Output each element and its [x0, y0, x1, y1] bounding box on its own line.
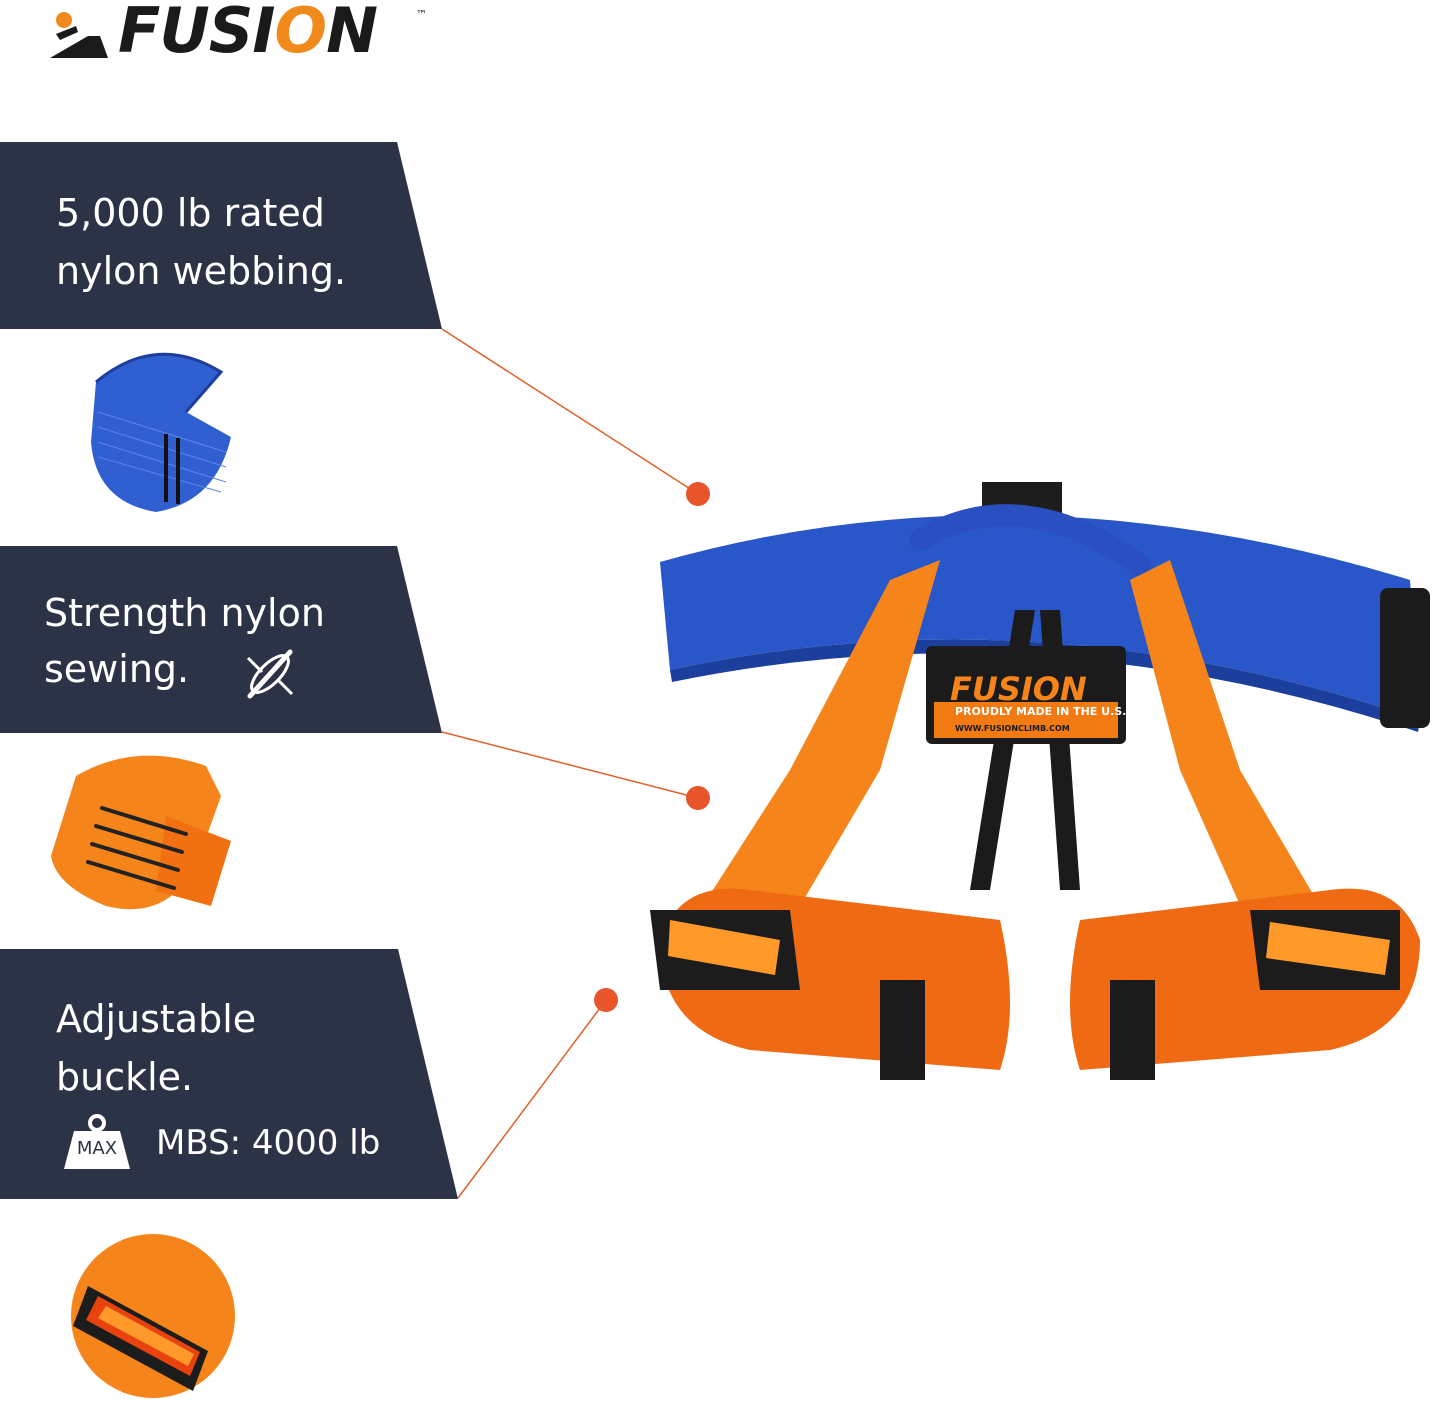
feature-banner-sewing	[0, 546, 442, 733]
needle-thread-icon	[246, 649, 294, 699]
sewing-detail-icon	[51, 755, 231, 910]
trademark-symbol: ™	[416, 8, 427, 21]
harness-label-tagline: PROUDLY MADE IN THE U.S.A	[955, 705, 1135, 718]
feature-webbing-line1: 5,000 lb rated	[56, 191, 325, 235]
callout-dot-sewing	[686, 786, 710, 810]
leader-line-sewing	[441, 731, 699, 799]
brand-logo: FUSION ™	[48, 0, 438, 67]
feature-banner-webbing	[0, 142, 442, 329]
webbing-loop-icon	[91, 352, 231, 512]
feature-buckle-line2: buckle.	[56, 1055, 194, 1099]
feature-buckle-line1: Adjustable	[56, 997, 257, 1041]
leader-line-buckle	[457, 999, 607, 1199]
feature-sewing-line2: sewing.	[44, 647, 190, 691]
callout-dot-webbing	[686, 482, 710, 506]
feature-webbing-line2: nylon webbing.	[56, 249, 347, 293]
brand-wordmark: FUSION	[118, 0, 378, 67]
mbs-rating: MBS: 4000 lb	[156, 1123, 381, 1163]
max-label: MAX	[76, 1138, 118, 1159]
harness-illustration	[650, 482, 1430, 1080]
harness-label-url: WWW.FUSIONCLIMB.COM	[955, 724, 1070, 733]
climber-logo-icon	[50, 12, 108, 58]
leader-line-webbing	[441, 328, 699, 495]
callout-dot-buckle	[594, 988, 618, 1012]
weight-max-icon	[64, 1114, 130, 1169]
feature-sewing-line1: Strength nylon	[44, 591, 325, 635]
buckle-detail-icon	[71, 1234, 235, 1398]
harness-label-wordmark: FUSION	[950, 670, 1087, 708]
